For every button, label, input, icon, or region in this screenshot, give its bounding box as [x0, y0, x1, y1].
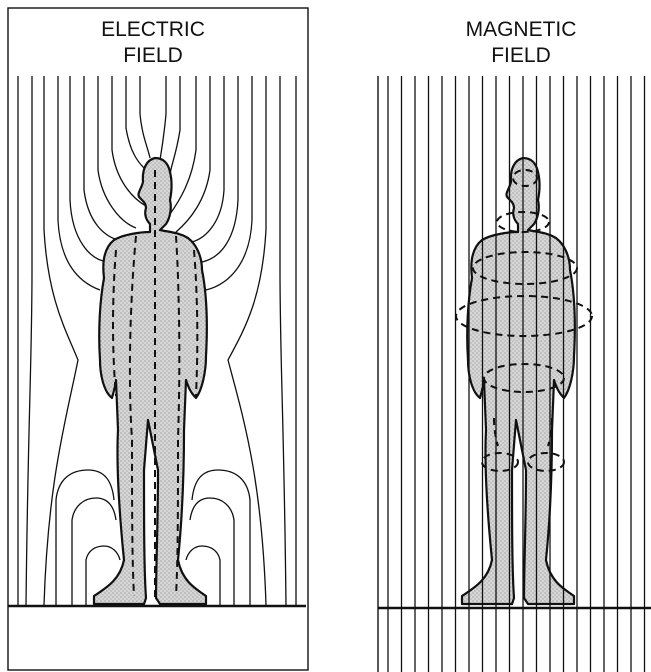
- magnetic-field-panel: MAGNETIC FIELD: [378, 18, 651, 672]
- panel-title-line1: MAGNETIC: [466, 18, 577, 41]
- panel-title-line2: FIELD: [491, 44, 551, 67]
- electric-field-panel: ELECTRIC FIELD: [8, 8, 308, 670]
- panel-title-line2: FIELD: [123, 44, 183, 67]
- panel-title-line1: ELECTRIC: [101, 18, 205, 41]
- human-figure: [462, 158, 575, 604]
- human-figure: [94, 158, 207, 604]
